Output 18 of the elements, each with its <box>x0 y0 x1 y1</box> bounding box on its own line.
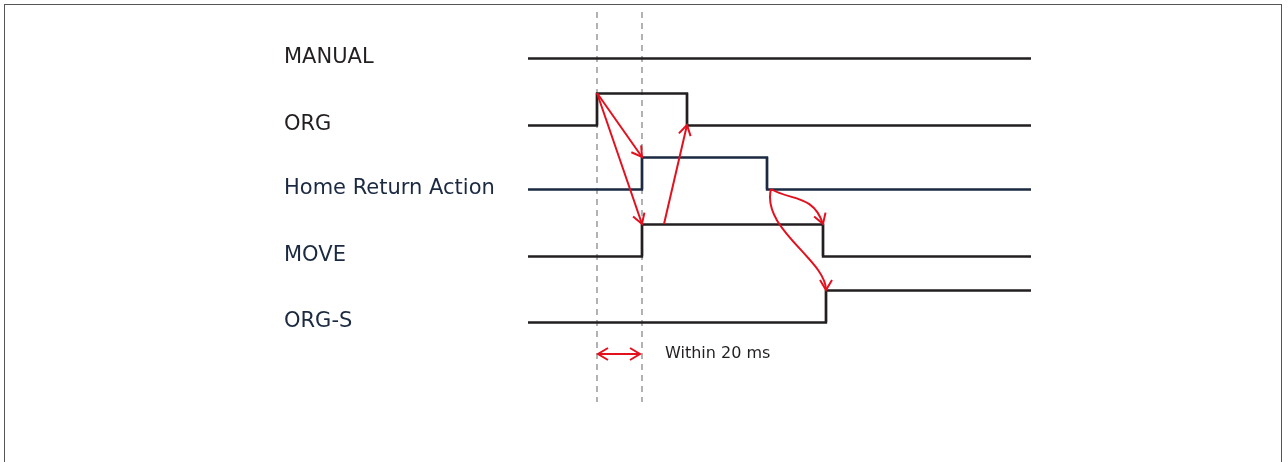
signal-name: Home Return Action <box>284 175 495 199</box>
arrow <box>596 92 646 225</box>
signal-name: ORG <box>284 111 332 135</box>
signal-name: MOVE <box>284 242 346 266</box>
signal-transition <box>824 290 828 322</box>
arrow <box>770 188 826 225</box>
arrow <box>596 92 643 158</box>
signal-transition <box>821 224 825 256</box>
timing-note: Within 20 ms <box>665 343 771 363</box>
signal-transition <box>640 224 644 256</box>
signal-transition <box>765 157 769 189</box>
signal-transition <box>595 93 599 125</box>
signal-transition <box>685 93 689 125</box>
signal-transition <box>640 157 644 189</box>
signal-name: ORG-S <box>284 308 353 332</box>
arrow <box>769 188 832 291</box>
signal-name: MANUAL <box>284 44 374 68</box>
arrow <box>663 124 692 225</box>
